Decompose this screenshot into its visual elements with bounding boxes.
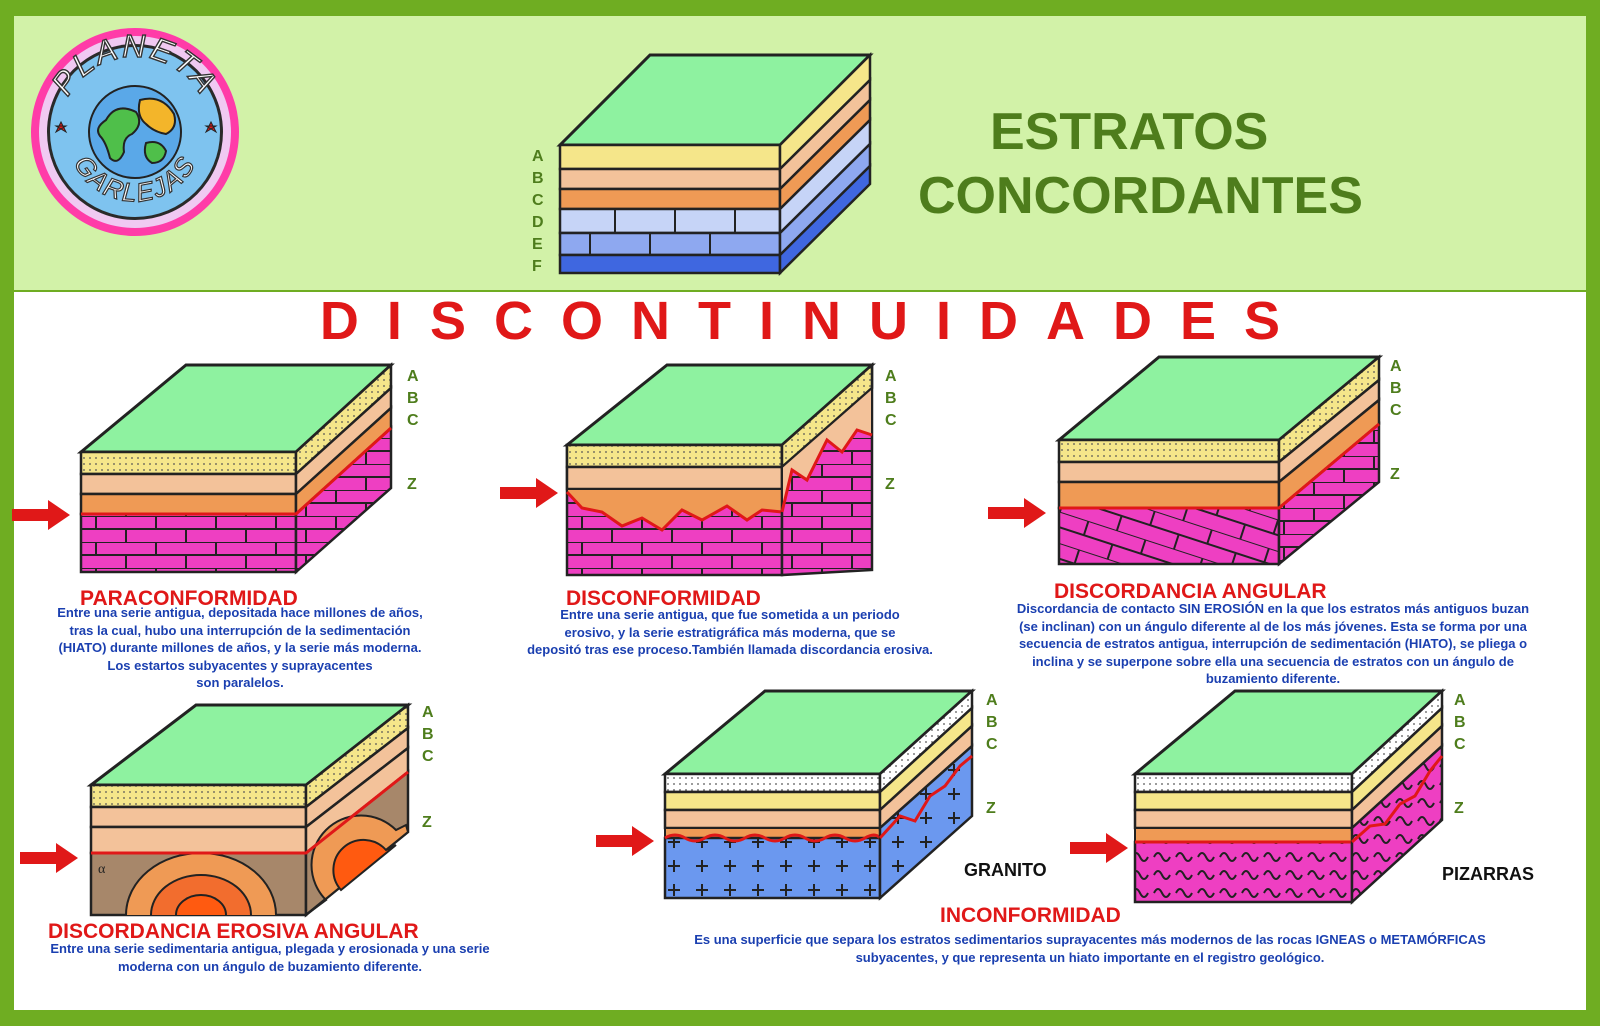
pizarras-label-a: A [1454,692,1466,709]
discordancia-erosiva-label-a: A [422,704,434,721]
discordancia-erosiva-label-b: B [422,726,434,743]
inconformidad-granito-block [660,688,976,901]
inconformidad-description: Es una superficie que separa los estrato… [694,932,1486,965]
inconformidad-granito-arrow [596,826,654,856]
paraconformidad-label-a: A [407,368,419,385]
discordancia-erosiva-angular-title: DISCORDANCIA EROSIVA ANGULAR [48,920,419,943]
inconformidad-title: INCONFORMIDAD [940,904,1121,927]
title-letter: S [429,291,466,351]
header-title-line1: ESTRATOS [990,103,1269,161]
paraconformidad-description: Entre una serie antigua, depositada hace… [57,605,423,690]
title-letter: U [869,291,908,351]
discordancia-angular-arrow [988,498,1046,528]
concordant-label-b: B [532,170,544,187]
pizarras-label-b: B [1454,714,1466,731]
title-letter: A [1046,291,1086,351]
paraconformidad-label-c: C [407,412,419,429]
discordancia-erosiva-angular-arrow [20,843,78,873]
title-letter: S [1244,291,1281,351]
discordancia-erosiva-label-z: Z [422,814,432,831]
inconformidad-pizarras-arrow [1070,833,1128,863]
paraconformidad-block [76,362,395,575]
paraconformidad-title: PARACONFORMIDAD [80,587,298,610]
concordant-label-e: E [532,236,543,253]
discordancia-erosiva-label-c: C [422,748,434,765]
section-title-discontinuidades: D I S C O N T I N U I D A D E S [0,290,1600,360]
title-letter: T [697,291,731,351]
granito-label-b: B [986,714,998,731]
granito-label: GRANITO [964,860,1047,880]
pizarras-label: PIZARRAS [1442,864,1535,884]
concordant-label-d: D [532,214,544,231]
title-letter: C [493,291,533,351]
paraconformidad-arrow [12,500,70,530]
disconformidad-arrow [500,478,558,508]
granito-label-z: Z [986,800,996,817]
title-letter: E [1180,291,1217,351]
concordant-label-a: A [532,148,544,165]
disconformidad-description: Entre una serie antigua, que fue sometid… [527,607,933,657]
planeta-garlejas-logo: PLANETA GARLEJAS [31,27,239,236]
title-letter: N [630,291,670,351]
discordancia-erosiva-angular-block: α [86,702,413,918]
concordant-strata-block [556,51,874,276]
concordant-label-f: F [532,258,542,275]
disconformidad-label-b: B [885,390,897,407]
title-letter: D [1113,291,1153,351]
title-letter: I [386,291,402,351]
angle-alpha-symbol: α [98,862,106,877]
title-letter: D [319,291,359,351]
paraconformidad-label-b: B [407,390,419,407]
disconformidad-label-z: Z [885,476,895,493]
disconformidad-title: DISCONFORMIDAD [566,587,761,610]
header-title-line2: CONCORDANTES [918,167,1363,225]
title-letter: D [979,291,1019,351]
title-letter: I [758,291,774,351]
granito-label-c: C [986,736,998,753]
discordancia-angular-label-b: B [1390,380,1402,397]
title-letter: N [802,291,841,351]
discordancia-angular-label-z: Z [1390,466,1400,483]
pizarras-label-z: Z [1454,800,1464,817]
inconformidad-pizarras-block [1130,688,1446,905]
discordancia-angular-block [1054,354,1384,567]
discordancia-angular-label-a: A [1390,358,1402,375]
title-letter: O [560,291,603,351]
disconformidad-label-a: A [885,368,897,385]
granito-label-a: A [986,692,998,709]
disconformidad-label-c: C [885,412,897,429]
paraconformidad-label-z: Z [407,476,417,493]
discordancia-angular-title: DISCORDANCIA ANGULAR [1054,580,1327,603]
disconformidad-block [562,362,876,577]
discordancia-angular-label-c: C [1390,402,1402,419]
discordancia-angular-description: Discordancia de contacto SIN EROSIÓN en … [1016,601,1530,686]
pizarras-label-c: C [1454,736,1466,753]
title-letter: I [936,291,952,351]
concordant-label-c: C [532,192,544,209]
discordancia-erosiva-angular-description: Entre una serie sedimentaria antigua, pl… [50,941,490,974]
